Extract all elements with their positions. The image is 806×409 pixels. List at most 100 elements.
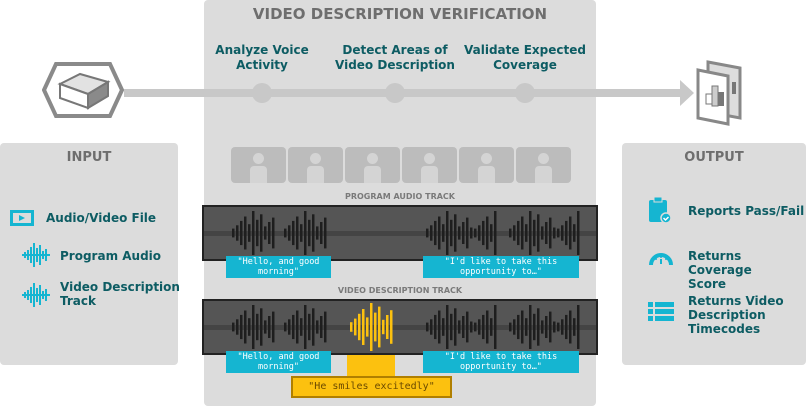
waveform-bar: [442, 224, 445, 242]
waveform-bar: [490, 318, 493, 336]
waveform-bar: [521, 216, 524, 250]
waveform-bar: [545, 316, 548, 338]
waveform-bar: [292, 220, 295, 246]
waveform-bar: [446, 305, 449, 349]
waveform-bar: [324, 217, 327, 249]
waveform-bar: [288, 319, 291, 335]
waveform-bar: [240, 220, 243, 246]
step-node: [252, 83, 272, 103]
waveform-bar: [264, 226, 267, 240]
waveform-bar: [312, 308, 315, 346]
program-track-label: PROGRAM AUDIO TRACK: [344, 192, 455, 201]
item-line: Video Description: [60, 280, 180, 294]
waveform-bar: [470, 321, 473, 333]
caption-line: "I'd like to take this: [444, 352, 558, 362]
step-line: Validate Expected: [464, 43, 586, 57]
waveform-bar: [549, 217, 552, 249]
waveform-bar: [486, 216, 489, 250]
waveform-bar: [553, 321, 556, 333]
step-line: Activity: [236, 58, 288, 72]
waveform-bar: [236, 319, 239, 335]
arrow-head: [680, 80, 694, 106]
waveform-bar: [478, 225, 481, 241]
waveform-bar: [304, 305, 307, 349]
waveform-bar: [561, 319, 564, 335]
waveform-bar: [300, 224, 303, 242]
waveform-bar: [474, 322, 477, 332]
waveform-bar: [438, 310, 441, 344]
waveform-bar: [517, 220, 520, 246]
waveform-bar: [426, 322, 429, 332]
waveform-bar: [316, 320, 319, 334]
waveform-bar: [521, 310, 524, 344]
waveform-bar: [370, 303, 373, 351]
waveform-bar: [296, 216, 299, 250]
waveform-bar: [288, 225, 291, 241]
waveform-bar: [557, 322, 560, 332]
video-frame: [516, 147, 571, 183]
waveform-bar: [513, 319, 516, 335]
waveform-bar: [252, 211, 255, 255]
waveform-bar: [386, 315, 389, 339]
waveform-bar: [513, 225, 516, 241]
waveform-bar: [509, 228, 512, 238]
item-line: Returns Coverage: [688, 249, 752, 277]
waveform-bar: [577, 305, 580, 349]
waveform-bar: [458, 320, 461, 334]
video-frame: [345, 147, 400, 183]
description-waveform: [232, 303, 580, 351]
waveform-bar: [308, 219, 311, 247]
waveform-bar: [450, 219, 453, 247]
caption-line: "Hello, and good: [237, 352, 320, 362]
description-text-box: "He smiles excitedly": [291, 376, 452, 398]
waveform-bar: [292, 314, 295, 340]
waveform-bar: [569, 216, 572, 250]
waveform-bar: [482, 314, 485, 340]
video-frame: [288, 147, 343, 183]
waveform-bar: [442, 318, 445, 336]
waveform-bar: [561, 225, 564, 241]
input-title: INPUT: [66, 150, 112, 165]
gauge-icon: [649, 253, 673, 266]
item-line: Timecodes: [688, 322, 761, 336]
waveform-bar: [358, 313, 361, 341]
waveform-bar: [272, 311, 275, 343]
step-line: Video Description: [335, 58, 455, 72]
waveform-bar: [382, 319, 385, 335]
waveform-icon: [22, 243, 50, 267]
waveform-bar: [569, 310, 572, 344]
waveform-bar: [529, 211, 532, 255]
waveform-bar: [308, 313, 311, 341]
waveform-bar: [549, 311, 552, 343]
waveform-bar: [248, 224, 251, 242]
waveform-bar: [252, 305, 255, 349]
step-line: Detect Areas of: [342, 43, 448, 57]
waveform-bar: [541, 226, 544, 240]
waveform-bar: [272, 217, 275, 249]
waveform-bar: [268, 316, 271, 338]
waveform-bar: [537, 308, 540, 346]
waveform-bar: [320, 222, 323, 244]
waveform-bar: [466, 217, 469, 249]
waveform-bar: [573, 318, 576, 336]
waveform-bar: [316, 226, 319, 240]
waveform-bar: [466, 311, 469, 343]
input-item-program-audio: Program Audio: [60, 249, 162, 263]
waveform-bar: [446, 211, 449, 255]
waveform-bar: [430, 225, 433, 241]
waveform-bar: [509, 322, 512, 332]
waveform-bar: [390, 310, 393, 344]
waveform-bar: [362, 309, 365, 345]
waveform-bar: [232, 322, 235, 332]
step-node: [515, 83, 535, 103]
waveform-bar: [494, 305, 497, 349]
waveform-bar: [256, 313, 259, 341]
waveform-bar: [236, 225, 239, 241]
